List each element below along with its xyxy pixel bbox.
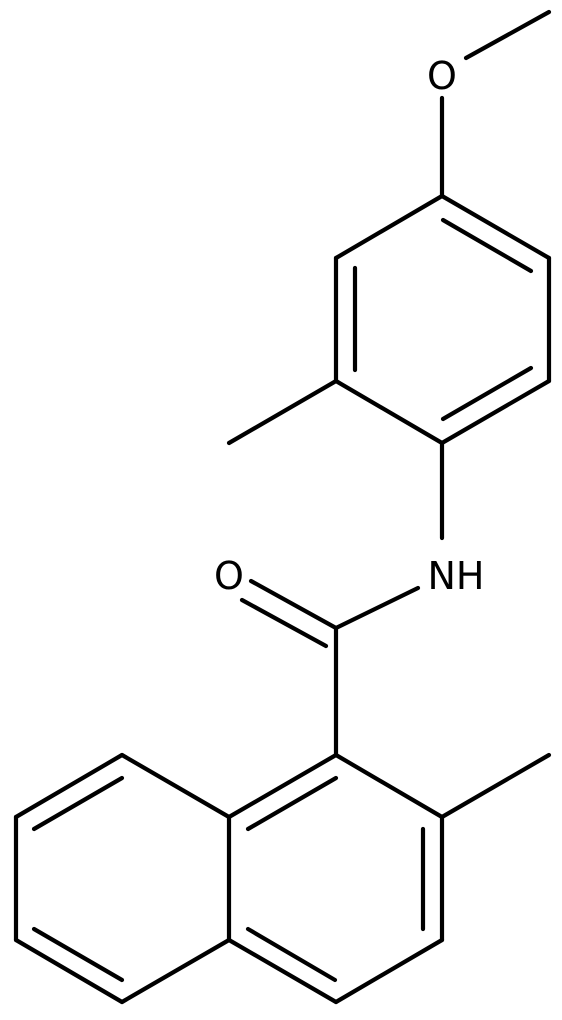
bond-naph-c6-c5-inner: [31, 926, 125, 983]
bond-naph-c5-c4a: [119, 937, 232, 1005]
bond-carbonyl-double-inner: [239, 597, 329, 649]
bond-amide-nitrogen-to-carbonyl-carbon: [333, 585, 421, 631]
bond-naph-c8a-c1: [226, 752, 339, 820]
bond-aryl-c4-c5: [333, 378, 445, 446]
bond-naph-c4-c4a-inner: [245, 926, 338, 983]
bond-naph-c8a-c8: [119, 752, 232, 820]
bond-methyl-to-methoxy-oxygen: [463, 9, 552, 61]
bond-naph-c4-c4a: [226, 937, 339, 1005]
bond-aryl-c3-c4-inner: [440, 365, 534, 422]
bond-naph-c6-c5: [13, 937, 125, 1005]
bond-aryl-c1-c2: [439, 193, 552, 261]
bond-naph-c8-c7-inner: [31, 775, 125, 832]
bond-naph-c3-c4: [333, 937, 445, 1005]
bond-carbonyl-double-outer: [248, 578, 339, 631]
amide-nitrogen-label: NH: [428, 554, 485, 598]
bond-aryl-c1-c2-inner: [440, 217, 534, 274]
bond-aryl-c6-c1: [333, 193, 445, 261]
bond-naphthyl-methyl: [439, 752, 552, 820]
bond-naph-c1-c2: [333, 752, 445, 820]
methoxy-oxygen-label: O: [427, 54, 457, 98]
bond-aryl-methyl: [226, 378, 339, 446]
carbonyl-oxygen-label: O: [214, 554, 244, 598]
bond-aryl-c3-c4: [439, 378, 552, 446]
bond-naph-c8-c7: [13, 752, 125, 820]
bond-naph-c8a-c1-inner: [245, 775, 339, 832]
